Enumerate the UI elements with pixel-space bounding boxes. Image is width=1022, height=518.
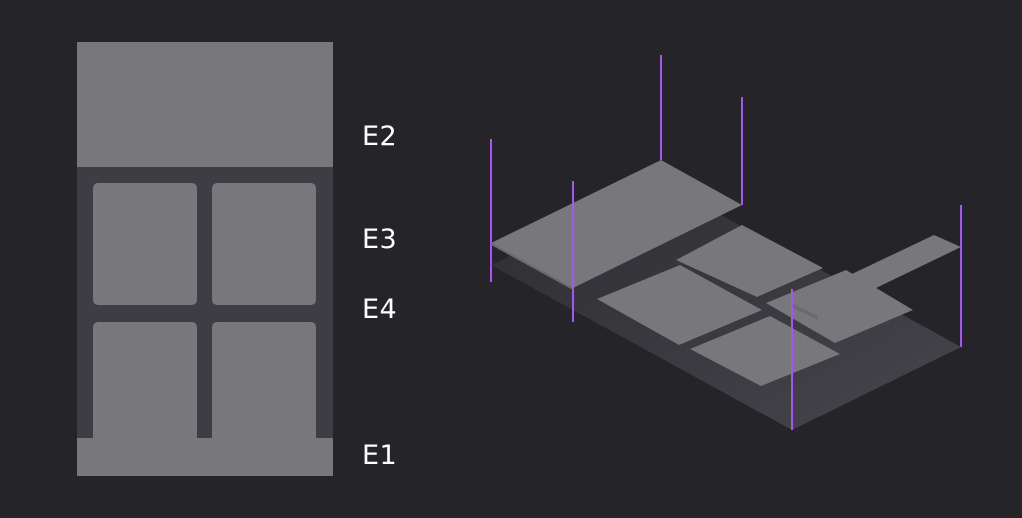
bottom-bar-layer-edge <box>791 303 818 320</box>
card-layer-lower-left <box>597 265 762 345</box>
bottom-bar-e1 <box>77 438 333 476</box>
app-bar-layer <box>491 160 742 288</box>
card-bottom-left-e3 <box>93 322 197 438</box>
app-bar-e2 <box>77 42 333 167</box>
card-top-left-e3 <box>93 183 197 305</box>
elevation-label-e4: E4 <box>362 294 398 325</box>
card-layer-upper-right <box>766 270 913 343</box>
elevation-label-e1: E1 <box>362 440 398 471</box>
elevation-label-e2: E2 <box>362 121 398 152</box>
card-top-right-e3 <box>212 183 316 305</box>
card-layer-lower-right <box>690 316 840 386</box>
card-bottom-right-e3 <box>212 322 316 438</box>
elevation-label-e3: E3 <box>362 224 398 255</box>
bottom-bar-layer <box>791 235 961 316</box>
card-layer-upper-left <box>676 225 823 297</box>
screen-mockup <box>77 42 333 476</box>
app-bar-layer-edge <box>491 243 573 290</box>
